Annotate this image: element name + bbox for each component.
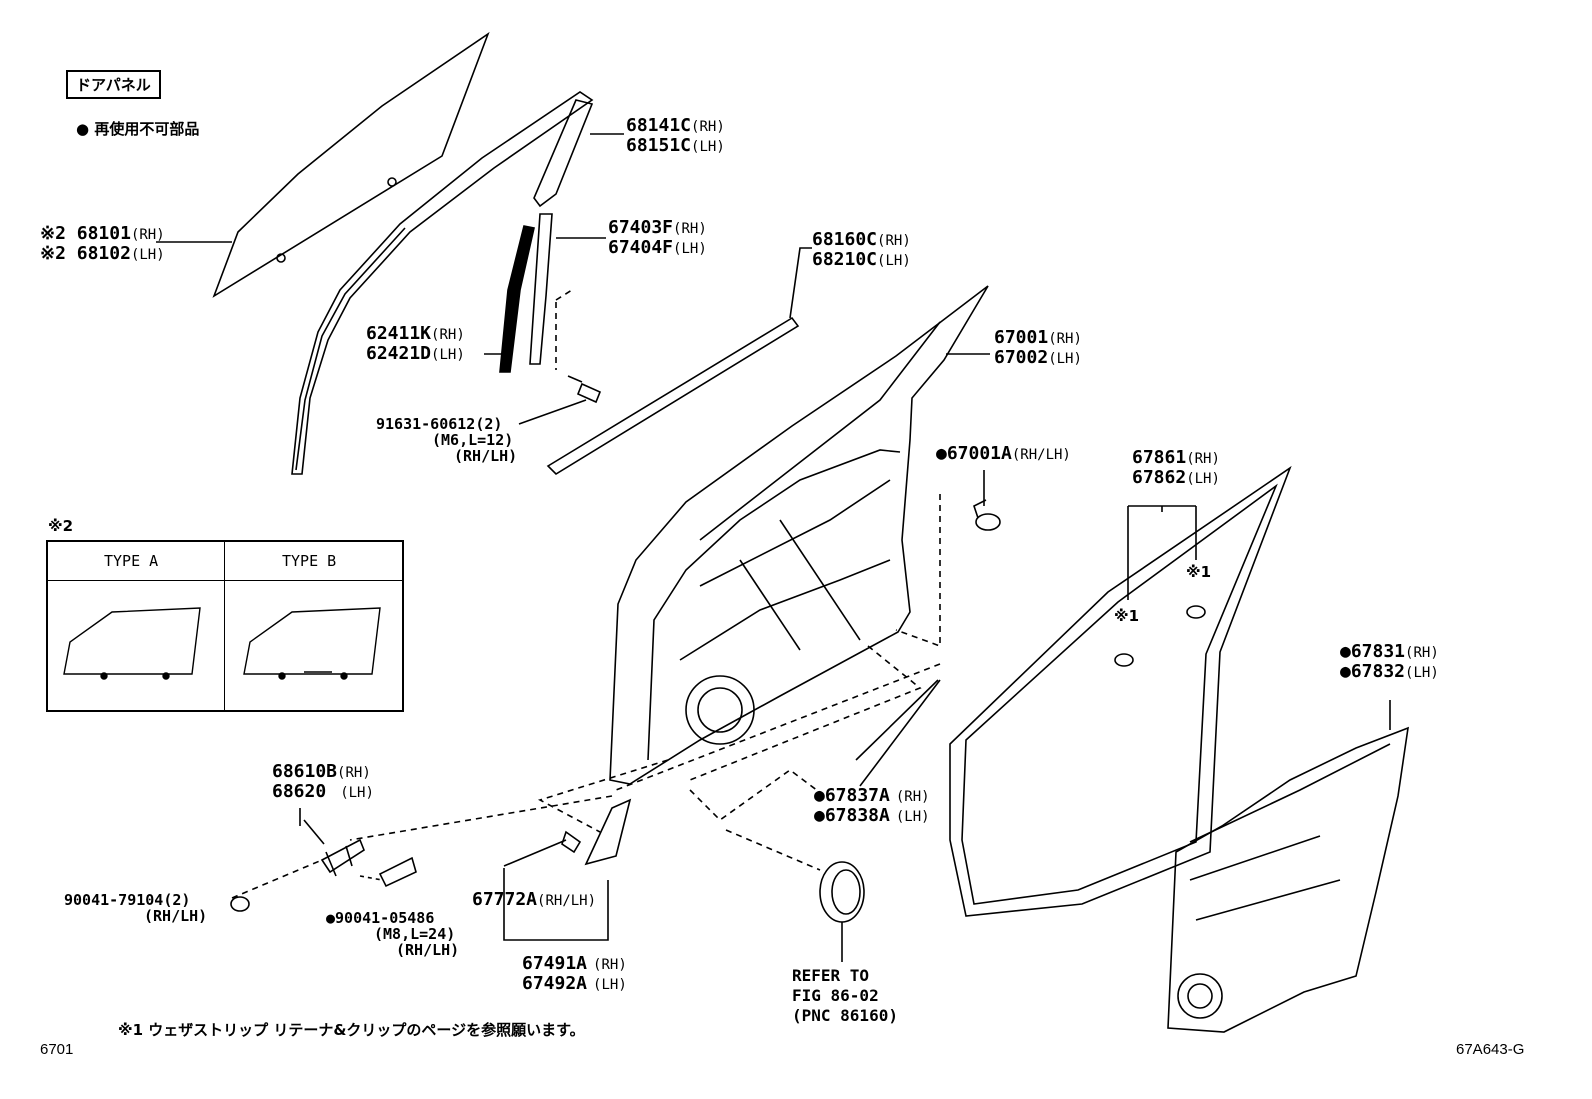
legend-non-reusable: ● 再使用不可部品 [76, 118, 199, 139]
type-a-header: TYPE A [104, 552, 159, 570]
label-68101: ※2 68101(RH)※2 68102(LH) [40, 223, 165, 264]
label-91631: 91631-60612(2)(M6,L=12)(RH/LH) [376, 415, 518, 465]
label-68160c: 68160C(RH)68210C(LH) [812, 229, 911, 270]
label-68141c: 68141C(RH)68151C(LH) [626, 115, 725, 156]
label-67001: 67001(RH)67002(LH) [994, 327, 1082, 368]
legend-non-reusable-text: 再使用不可部品 [94, 120, 200, 138]
bullet-icon: ● [76, 120, 95, 138]
label-star1-right: ※1 [1186, 563, 1212, 581]
glass-run [291, 91, 594, 475]
figure-code: 67A643-G [1456, 1041, 1525, 1058]
type-b-header: TYPE B [282, 552, 337, 570]
label-67001a: ●67001A(RH/LH) [936, 443, 1071, 464]
footnote: ※1 ウェザストリップ リテーナ&クリップのページを参照願います。 [118, 1021, 585, 1039]
label-67861: 67861(RH)67862(LH) [1132, 447, 1220, 488]
type-table: TYPE A TYPE B [46, 540, 404, 712]
label-67837a: ●67837A(RH)●67838A(LH) [814, 785, 930, 826]
label-90041-05486: ●90041-05486(M8,L=24)(RH/LH) [326, 909, 460, 959]
label-67772a: 67772A(RH/LH) [472, 889, 597, 910]
label-67491a: 67491A(RH)67492A(LH) [522, 953, 627, 994]
door-glass [212, 31, 490, 298]
belt-moulding [546, 316, 800, 476]
page-code: 6701 [40, 1041, 74, 1058]
label-star1-left: ※1 [1114, 607, 1140, 625]
door-trim [1167, 726, 1409, 1033]
label-67403f: 67403F(RH)67404F(LH) [608, 217, 707, 258]
label-90041-79104: 90041-79104(2)(RH/LH) [64, 891, 208, 925]
legend-title: ドアパネル [76, 76, 151, 94]
label-62411k: 62411K(RH)62421D(LH) [366, 323, 465, 364]
label-68610b: 68610B(RH)68620(LH) [272, 761, 374, 802]
weatherstrip [949, 465, 1292, 917]
hinge [320, 838, 365, 874]
type-table-marker: ※2 [48, 517, 74, 535]
legend-title-box: ドアパネル [66, 70, 161, 99]
label-67831: ●67831(RH)●67832(LH) [1340, 641, 1439, 682]
